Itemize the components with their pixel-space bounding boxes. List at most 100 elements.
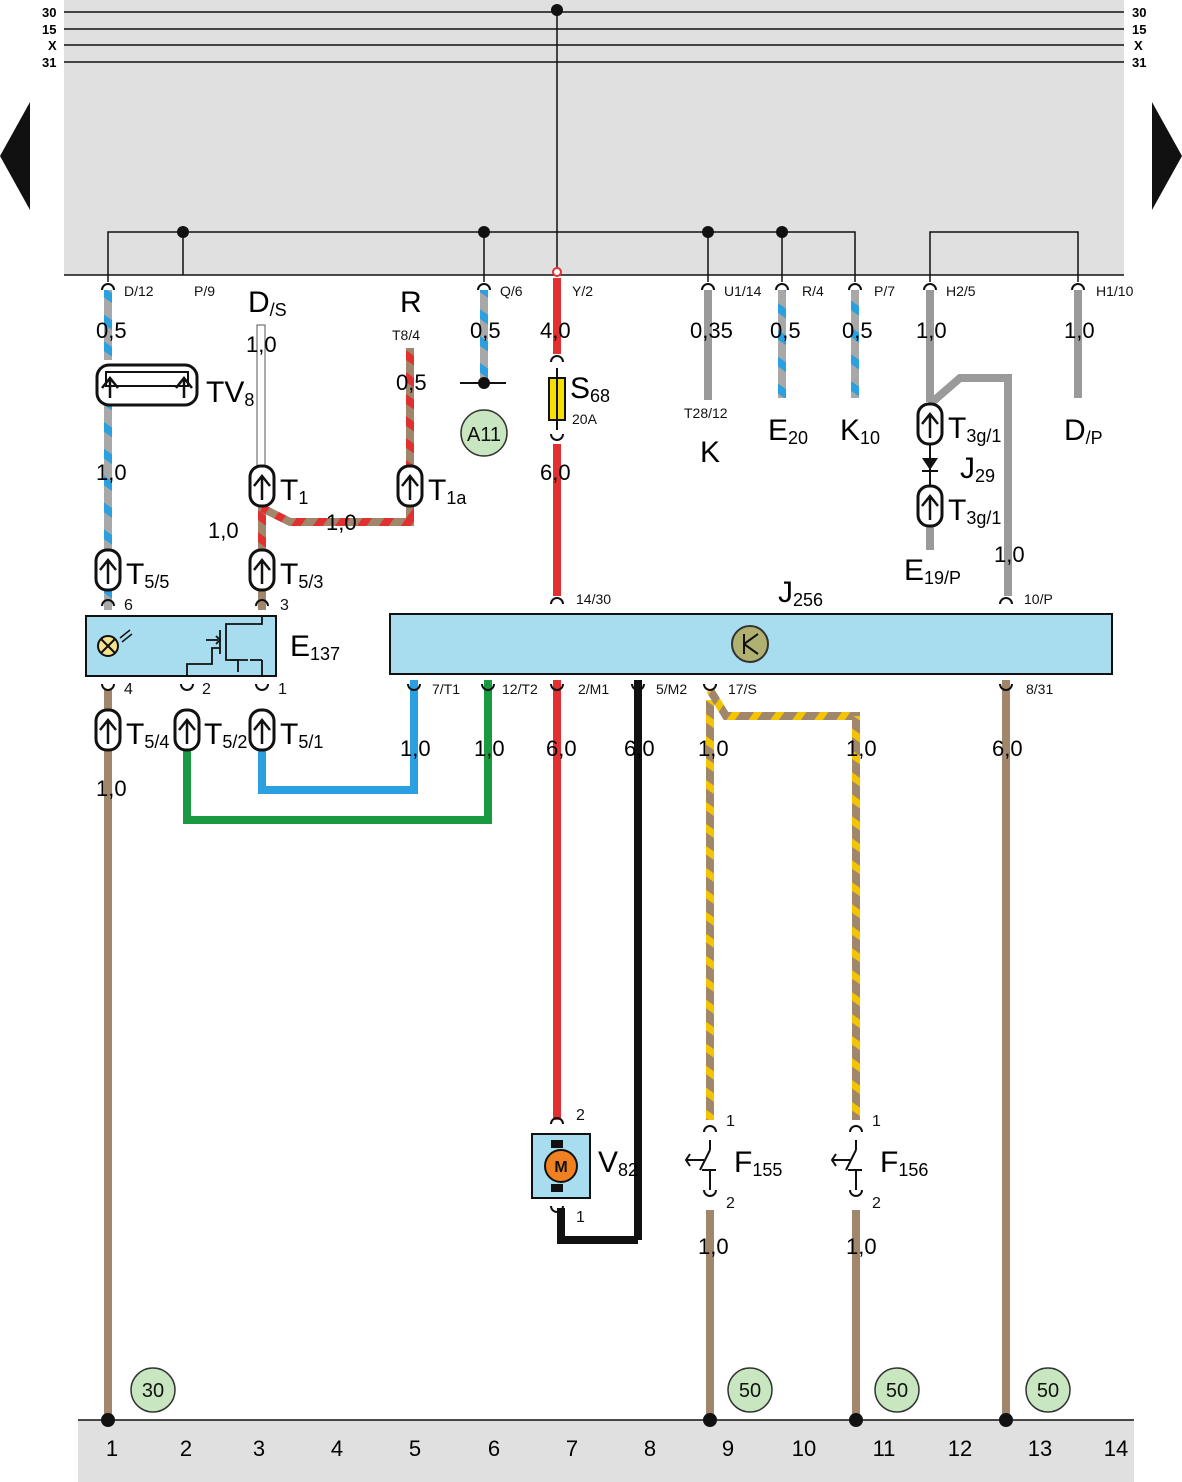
- wire-gauge: 0,5: [842, 318, 873, 343]
- wire-gauge: 6,0: [624, 736, 655, 761]
- wire-gauge: 6,0: [546, 736, 577, 761]
- pin-label: 2: [872, 1195, 881, 1212]
- column-number: 9: [722, 1436, 734, 1461]
- motor-icon: [544, 1149, 578, 1183]
- rail-label-left-15: 15: [42, 22, 56, 37]
- connector-r4: R/4: [802, 283, 824, 299]
- label-t84: T8/4: [392, 327, 420, 343]
- column-number: 6: [488, 1436, 500, 1461]
- label-e20: E20: [768, 414, 808, 448]
- column-number: 5: [409, 1436, 421, 1461]
- connector-p9: P/9: [194, 283, 215, 299]
- rail-label-right-x: X: [1134, 38, 1143, 53]
- wire-gauge: 0,5: [96, 318, 127, 343]
- connector-q6: Q/6: [500, 283, 523, 299]
- wire-gauge: 6,0: [540, 460, 571, 485]
- plug-chevrons: [99, 375, 939, 744]
- pin-label: 2/M1: [578, 681, 609, 697]
- diode-icon: [922, 444, 938, 486]
- column-number: 13: [1028, 1436, 1052, 1461]
- label-k: K: [700, 436, 720, 469]
- prev-page-arrow-icon[interactable]: [0, 102, 30, 210]
- label-e19p: E19/P: [904, 554, 961, 588]
- next-page-arrow-icon[interactable]: [1152, 102, 1182, 210]
- wire-gauge: 0,5: [470, 318, 501, 343]
- column-number: 3: [253, 1436, 265, 1461]
- rail-label-right-15: 15: [1132, 22, 1146, 37]
- pin-label: 14/30: [576, 591, 611, 607]
- label-d: D/S: [248, 286, 287, 320]
- wire-gauge: 1,0: [96, 776, 127, 801]
- pin-label: 1: [576, 1209, 585, 1226]
- wire-gauge: 0,5: [396, 370, 427, 395]
- connector-d12: D/12: [124, 283, 154, 299]
- wire-gauge: 1,0: [326, 510, 357, 535]
- label-s68-rating: 20A: [572, 411, 598, 427]
- badge-label: 50: [886, 1380, 908, 1402]
- wire-gauge: 1,0: [846, 1234, 877, 1259]
- badge-label: A11: [467, 424, 501, 446]
- label-k10: K10: [840, 414, 880, 448]
- wire-gauge: 1,0: [1064, 318, 1095, 343]
- pin-label: 17/S: [728, 681, 757, 697]
- junction-dots: [177, 4, 788, 238]
- wire-gauge: 1,0: [846, 736, 877, 761]
- label-t55: T5/5: [126, 558, 169, 592]
- wire-gauge: 1,0: [994, 542, 1025, 567]
- pin-label: 1: [872, 1113, 881, 1130]
- pin-label: 1: [726, 1113, 735, 1130]
- label-t2812: T28/12: [684, 405, 728, 421]
- rail-label-left-x: X: [48, 38, 57, 53]
- transistor-icon: [186, 616, 263, 676]
- wire-gauge: 0,5: [770, 318, 801, 343]
- motor-label: M: [554, 1159, 567, 1176]
- pin-label: 10/P: [1024, 591, 1053, 607]
- label-dp: D/P: [1064, 414, 1103, 448]
- wire-gauge: 1,0: [208, 518, 239, 543]
- label-e137: E137: [290, 630, 340, 664]
- rail-label-left-30: 30: [42, 5, 56, 20]
- wire-gauge: 1,0: [698, 1234, 729, 1259]
- column-number: 7: [566, 1436, 578, 1461]
- relay-transistor-icon: [731, 625, 769, 663]
- switch-f156-icon: [830, 1140, 862, 1190]
- wire-gauge: 4,0: [540, 318, 571, 343]
- badge-label: 50: [1037, 1380, 1059, 1402]
- label-v82: V82: [598, 1146, 638, 1180]
- wire-gauge: 1,0: [96, 460, 127, 485]
- connector-p7: P/7: [874, 283, 895, 299]
- footer-bar: [78, 1420, 1134, 1482]
- label-f155: F155: [734, 1146, 782, 1180]
- pin-label: 2: [726, 1195, 735, 1212]
- column-number: 8: [644, 1436, 656, 1461]
- label-t53: T5/3: [280, 558, 323, 592]
- wires: [104, 278, 1082, 1420]
- column-numbers: 1 2 3 4 5 6 7 8 9 10 11 12 13 14: [106, 1436, 1128, 1461]
- wire-gauge: 0,35: [690, 318, 733, 343]
- label-t1a: T1a: [428, 474, 467, 508]
- pin-label: 8/31: [1026, 681, 1053, 697]
- supply-rails: [64, 11, 1124, 63]
- connector-u114: U1/14: [724, 283, 762, 299]
- wire-gauge: 1,0: [400, 736, 431, 761]
- connector-hooks: [101, 283, 1085, 1213]
- location-badge-a11: [460, 409, 508, 457]
- label-t3g1b: T3g/1: [948, 494, 1001, 528]
- label-r: R: [400, 286, 422, 319]
- label-tv8: TV8: [206, 376, 254, 410]
- pin-label: 2: [576, 1107, 585, 1124]
- label-t51: T5/1: [280, 718, 323, 752]
- wire-gauge: 6,0: [992, 736, 1023, 761]
- wire-gauge: 1,0: [698, 736, 729, 761]
- badge-label: 30: [142, 1380, 164, 1402]
- pin-label: 2: [202, 681, 211, 698]
- column-number: 14: [1104, 1436, 1128, 1461]
- column-number: 12: [948, 1436, 972, 1461]
- column-number: 11: [873, 1436, 896, 1461]
- ground-badges: [130, 1367, 1071, 1413]
- label-f156: F156: [880, 1146, 928, 1180]
- rail-label-right-31: 31: [1132, 55, 1146, 70]
- lamp-icon: [97, 629, 133, 657]
- rail-label-right-30: 30: [1132, 5, 1146, 20]
- pin-label: 6: [124, 597, 133, 614]
